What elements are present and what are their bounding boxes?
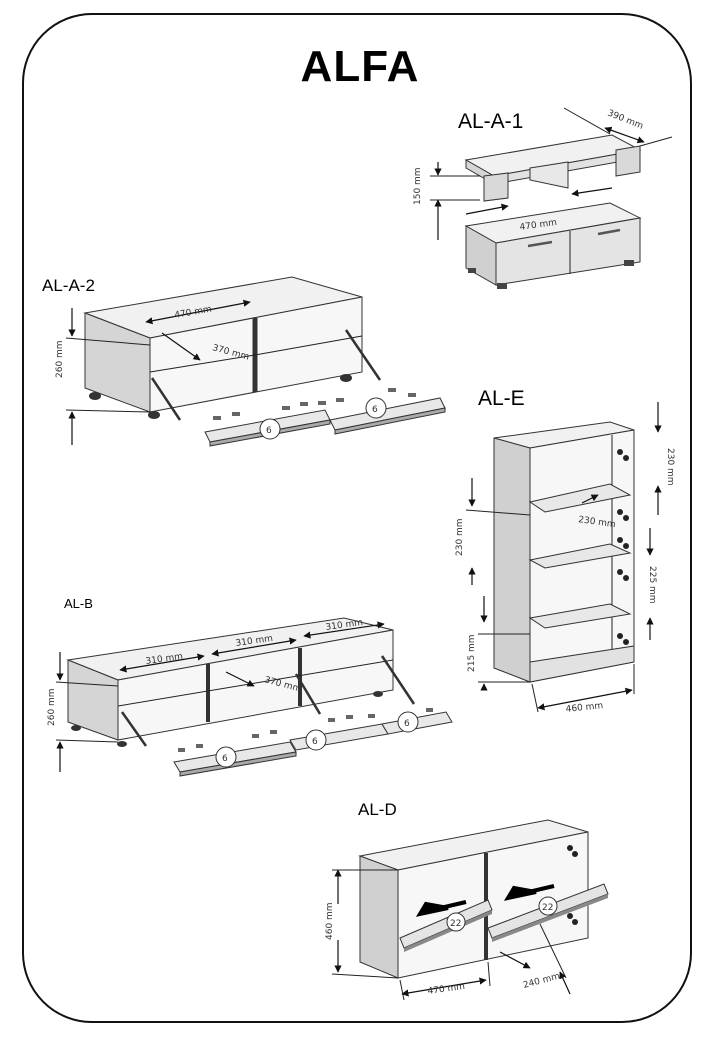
arrow-push-icon bbox=[503, 884, 555, 901]
handle-icon bbox=[597, 228, 621, 236]
dim-label: 460 mm bbox=[565, 701, 603, 715]
label-al-e: AL-E bbox=[478, 387, 525, 410]
dim-label: 225 mm bbox=[647, 566, 657, 604]
hinge-icon bbox=[213, 388, 416, 420]
svg-text:6: 6 bbox=[312, 737, 318, 747]
cabinet-front-open bbox=[397, 831, 589, 979]
flap-panel bbox=[289, 723, 389, 751]
foot-icon bbox=[468, 268, 476, 273]
foot-icon bbox=[117, 741, 127, 747]
hinge-icon bbox=[178, 708, 433, 752]
label-al-b: AL-B bbox=[64, 596, 93, 611]
bookcase-shelf bbox=[528, 543, 632, 569]
svg-text:22: 22 bbox=[542, 903, 553, 913]
foot-icon bbox=[340, 374, 352, 382]
svg-text:6: 6 bbox=[372, 405, 378, 415]
count-badge bbox=[215, 746, 237, 768]
dim-label: 260 mm bbox=[55, 340, 65, 378]
arrow-push-icon bbox=[415, 900, 467, 917]
svg-text:6: 6 bbox=[266, 426, 272, 436]
dim-label: 390 mm bbox=[606, 109, 645, 132]
dim-label: 230 mm bbox=[665, 448, 675, 486]
cabinet-front bbox=[495, 217, 641, 286]
bookcase-shelf bbox=[528, 603, 632, 629]
shelf-leg-right bbox=[615, 145, 641, 177]
dim-label: 460 mm bbox=[325, 902, 335, 940]
dim-label: 150 mm bbox=[413, 167, 423, 205]
cabinet-side bbox=[359, 855, 399, 979]
page-title: ALFA bbox=[300, 42, 420, 91]
hinge-arm bbox=[294, 673, 322, 715]
label-al-d: AL-D bbox=[358, 800, 397, 819]
foot-icon bbox=[624, 260, 634, 266]
foot-icon bbox=[497, 283, 507, 289]
foot-icon bbox=[89, 392, 101, 400]
model-al-a-2: AL-A-2 6 6 470 mm 370 mm bbox=[42, 276, 446, 447]
model-al-d: AL-D 22 22 460 mm 470 mm 240 mm bbox=[325, 800, 609, 1001]
dim-label: 260 mm bbox=[47, 688, 57, 726]
model-al-e: AL-E 230 mm 230 mm 230 mm 225 mm bbox=[455, 387, 675, 715]
count-badge bbox=[446, 912, 466, 932]
foot-icon bbox=[373, 691, 383, 697]
dim-label: 240 mm bbox=[522, 972, 561, 991]
label-al-a-1: AL-A-1 bbox=[458, 110, 523, 133]
hinge-icon bbox=[567, 845, 578, 925]
count-badge bbox=[259, 418, 281, 440]
hinge-arm bbox=[150, 377, 182, 421]
model-al-a-1: AL-A-1 390 mm 150 mm 470 mm bbox=[413, 107, 673, 289]
dim-label: 470 mm bbox=[427, 982, 466, 997]
count-badge bbox=[538, 896, 558, 916]
hinge-arm bbox=[344, 329, 382, 381]
dim-label: 215 mm bbox=[467, 634, 477, 672]
hinge-arm bbox=[120, 711, 148, 747]
handle-icon bbox=[527, 240, 553, 248]
shelf-leg-left bbox=[483, 172, 509, 202]
hinge-arm bbox=[380, 655, 416, 705]
count-badge bbox=[397, 711, 419, 733]
svg-text:22: 22 bbox=[450, 919, 461, 929]
foot-icon bbox=[148, 411, 160, 419]
dim-line bbox=[604, 126, 645, 144]
tv-front-open bbox=[117, 629, 394, 741]
bookcase-shelf bbox=[528, 483, 632, 513]
label-al-a-2: AL-A-2 bbox=[42, 276, 95, 295]
rounded-frame bbox=[22, 13, 692, 1023]
model-al-b: AL-B 6 6 6 310 mm 310 mm bbox=[47, 596, 453, 777]
dim-label: 230 mm bbox=[455, 518, 465, 556]
count-badge bbox=[305, 729, 327, 751]
shelf-pin-icon bbox=[617, 449, 629, 645]
foot-icon bbox=[71, 725, 81, 731]
bookcase-side bbox=[493, 437, 531, 683]
shelf-divider bbox=[529, 161, 569, 189]
count-badge bbox=[365, 397, 387, 419]
svg-text:6: 6 bbox=[404, 719, 410, 729]
svg-text:6: 6 bbox=[222, 754, 228, 764]
